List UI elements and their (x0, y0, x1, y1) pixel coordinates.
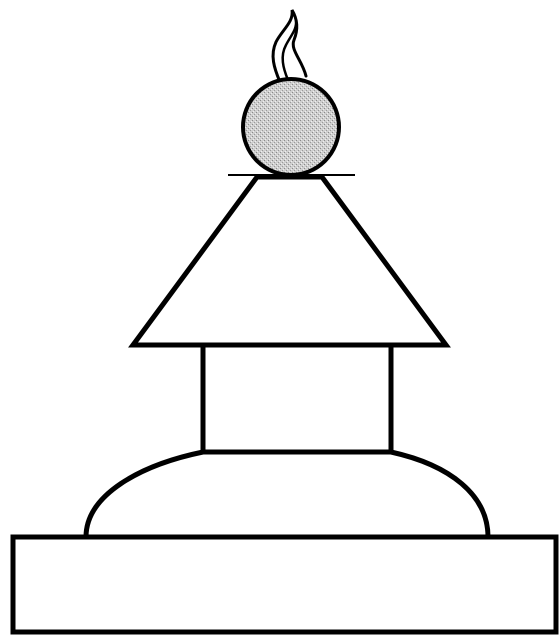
flame-icon (273, 10, 306, 82)
dome (86, 452, 488, 537)
harmika-box (203, 345, 391, 452)
base-platform (13, 537, 556, 632)
sphere-finial (243, 79, 339, 175)
cone-spire (133, 177, 446, 345)
